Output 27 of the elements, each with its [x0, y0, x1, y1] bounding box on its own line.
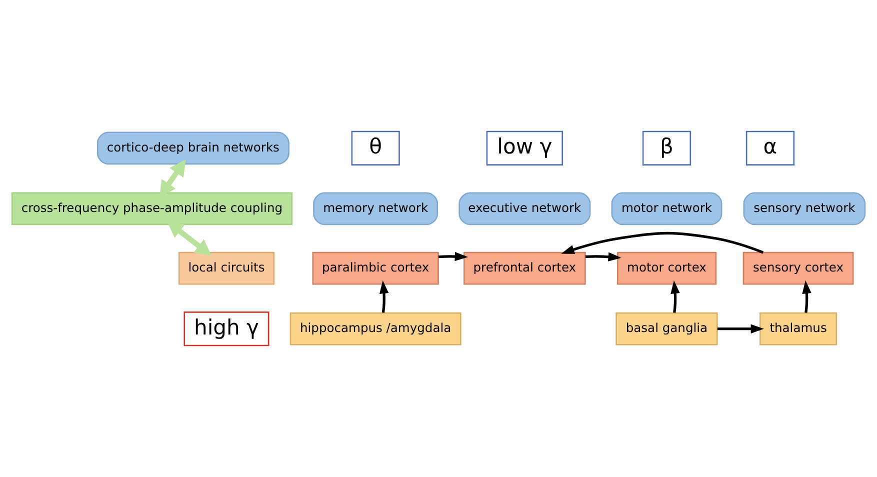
node-box: low γ [486, 130, 564, 166]
arrow [167, 221, 212, 256]
arrow [561, 232, 764, 254]
arrow [670, 280, 680, 313]
node-box: executive network [458, 192, 591, 226]
arrow [438, 252, 468, 262]
node-box: memory network [313, 192, 438, 226]
node-box: θ [351, 130, 400, 166]
node-box: basal ganglia [616, 312, 718, 346]
node-box: local circuits [178, 252, 274, 285]
node-box: sensory network [743, 192, 866, 226]
node-box: hippocampus /amygdala [290, 312, 462, 346]
node-box: thalamus [759, 312, 838, 346]
node-box: motor cortex [616, 252, 716, 285]
node-box: paralimbic cortex [312, 252, 439, 285]
node-box: β [642, 130, 692, 166]
node-box: α [746, 130, 795, 166]
node-box: cortico-deep brain networks [96, 132, 290, 165]
arrow [585, 252, 622, 262]
node-box: motor network [611, 192, 722, 226]
node-box: prefrontal cortex [464, 252, 586, 285]
node-box: high γ [184, 312, 270, 346]
arrow [379, 280, 389, 313]
arrow [802, 280, 812, 313]
node-box: cross-frequency phase-amplitude coupling [11, 192, 292, 226]
node-box: sensory cortex [742, 252, 854, 285]
arrow [717, 324, 764, 334]
